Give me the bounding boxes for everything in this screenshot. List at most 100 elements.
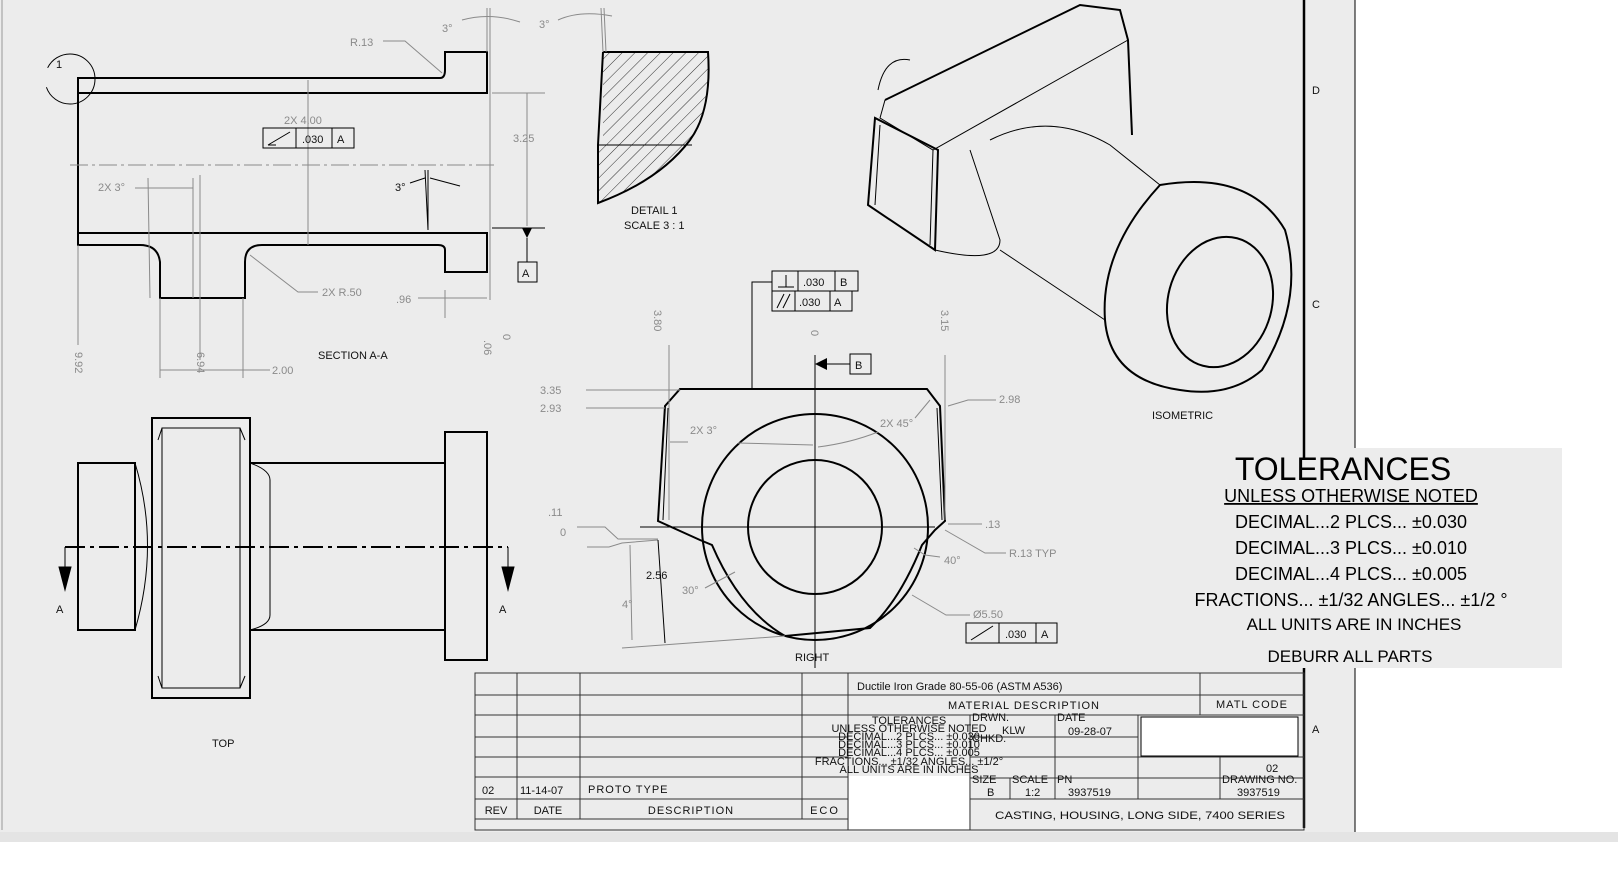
dim-3-15: 3.15 [938,310,950,331]
rev-value: 02 [1266,763,1278,775]
dim-06: .06 [481,340,493,355]
fcf-datum: A [834,297,842,309]
fcf-runout-section: .030 A [262,127,355,149]
status-strip [0,832,1618,842]
detail-view: 3° DETAIL 1 SCALE 3 : 1 [539,7,710,232]
fcf-datum: A [337,134,345,146]
datum-a [517,261,538,283]
tolerances-note: TOLERANCES UNLESS OTHERWISE NOTED DECIMA… [1194,448,1562,668]
tolerances-title: TOLERANCES [1235,451,1451,487]
runout-icon [267,131,291,146]
detail-scale: SCALE 3 : 1 [624,220,685,232]
detail-circle [44,53,96,105]
pn-label: PN [1057,774,1072,786]
scale-value: 1:2 [1025,787,1040,799]
checked-label: CHKD. [972,733,1006,745]
dim-2x-4-00: 2X 4.00 [284,115,322,127]
fcf-tolerance: .030 [799,297,820,309]
drawing-no-value: 3937519 [1237,787,1280,799]
dim-9-92: 9.92 [72,352,84,373]
drawing-title: CASTING, HOUSING, LONG SIDE, 7400 SERIES [995,810,1285,822]
section-mark-left: A [56,604,64,616]
parallelism-icon [776,293,791,309]
revision-table: 02 11-14-07 PROTO TYPE REV DATE DESCRIPT… [482,784,840,817]
dim-angle-3: 3° [442,23,453,35]
tolerances-subtitle: UNLESS OTHERWISE NOTED [1224,486,1478,506]
dim-0-right: 0 [560,527,566,539]
fcf-runout-right: .030 A [965,622,1058,644]
dim-3-80: 3.80 [651,310,663,331]
runout-icon [970,625,994,641]
dim-40deg: 40° [944,555,961,567]
matl-code-label: MATL CODE [1216,699,1288,711]
section-mark-right: A [499,604,507,616]
dim-3-35: 3.35 [540,385,561,397]
top-label: TOP [212,738,234,750]
rev-date-cell: 11-14-07 [520,785,563,797]
description-header: DESCRIPTION [648,805,734,817]
tolerance-line: ALL UNITS ARE IN INCHES [1247,615,1462,634]
dim-2-98: 2.98 [999,394,1020,406]
tolerance-line: FRACTIONS... ±1/32 ANGLES... ±1/2 ° [1194,590,1507,610]
tolerance-line: DECIMAL...4 PLCS... ±0.005 [1235,564,1467,584]
right-label: RIGHT [795,652,830,664]
dim-11: .11 [548,507,562,519]
datum-b [849,353,872,375]
date-header: DATE [534,805,563,817]
tolerance-line: DECIMAL...3 PLCS... ±0.010 [1235,538,1467,558]
dim-96: .96 [396,294,411,306]
tolerances-mini-line: FRACTIONS... ±1/32 ANGLES... ±1/2° [815,756,1003,768]
dim-dia-5-50: Ø5.50 [973,609,1003,621]
material-label: MATERIAL DESCRIPTION [948,700,1100,712]
dim-2-56: 2.56 [646,570,667,582]
isometric-view: ISOMETRIC [866,3,1293,422]
dim-2x-45: 2X 45° [880,418,913,430]
zone-label-a: A [1312,724,1320,736]
detail-angle: 3° [539,19,550,31]
date-value: 09-28-07 [1068,726,1112,738]
tolerances-mini-line: DECIMAL...4 PLCS... ±0.005 [838,747,980,759]
top-view: A A TOP [56,417,515,750]
dim-2x-3deg-right: 2X 3° [690,425,717,437]
size-value: B [987,787,994,799]
tolerance-line: DECIMAL...2 PLCS... ±0.030 [1235,512,1467,532]
dim-angle-3-mid: 3° [395,182,406,194]
detail-label: DETAIL 1 [631,205,677,217]
dim-0: 0 [500,334,512,340]
dim-4deg: 4° [622,599,633,611]
eco-header: ECO [810,805,840,817]
tolerances-mini-line: UNLESS OTHERWISE NOTED [831,723,986,735]
dim-0-top: 0 [808,330,820,336]
tolerances-mini-line: ALL UNITS ARE IN INCHES [840,764,979,776]
fcf-tolerance: .030 [1005,629,1026,641]
right-view: B .030 B .030 A 3.80 0 3.15 3.35 2.93 2.… [540,270,1058,668]
dim-6-94: 6.94 [194,352,206,373]
title-block: Ductile Iron Grade 80-55-06 (ASTM A536) … [474,672,1305,831]
tolerances-mini-line: DECIMAL...3 PLCS... ±0.010 [838,739,980,751]
rev-header: REV [485,805,508,817]
rev-description-cell: PROTO TYPE [588,784,669,796]
dim-r13-typ: R.13 TYP [1009,548,1057,560]
material-value: Ductile Iron Grade 80-55-06 (ASTM A536) [857,681,1062,693]
size-label: SIZE [972,774,996,786]
dim-2-93: 2.93 [540,403,561,415]
deburr-note: DEBURR ALL PARTS [1267,647,1432,666]
rev-cell: 02 [482,785,494,797]
fcf-datum: A [1041,629,1049,641]
date-label: DATE [1057,712,1086,724]
dim-2x-r50: 2X R.50 [322,287,362,299]
perpendicularity-icon [778,275,794,288]
dim-2x-3deg: 2X 3° [98,182,125,194]
drawn-label: DRWN. [972,712,1009,724]
pn-value: 3937519 [1068,787,1111,799]
tolerances-mini-line: DECIMAL...2 PLCS... ±0.030 [838,731,980,743]
tolerances-mini-title: TOLERANCES [872,715,946,727]
dim-30deg: 30° [682,585,699,597]
fcf-datum: B [840,277,847,289]
arrow-down-icon [501,547,515,592]
drawing-no-label: DRAWING NO. [1222,774,1297,786]
zone-label-c: C [1312,299,1320,311]
dim-r13: R.13 [350,37,373,49]
fcf-tolerance: .030 [803,277,824,289]
